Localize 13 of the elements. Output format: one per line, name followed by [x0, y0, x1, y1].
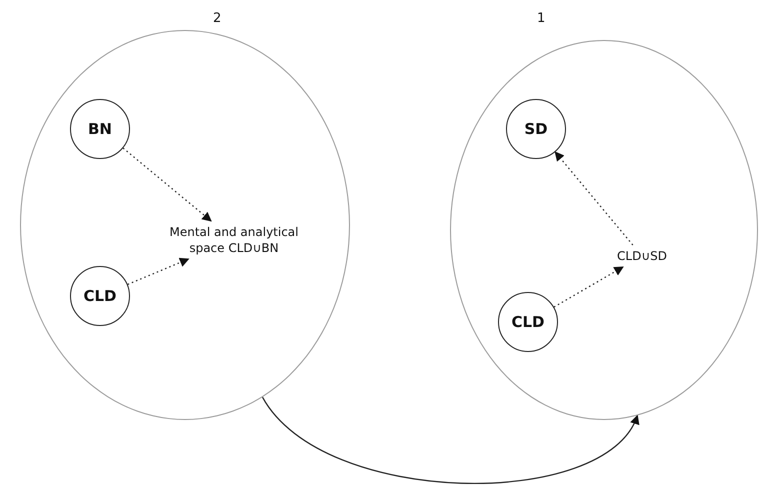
arrow	[262, 396, 638, 484]
concept-circle: BN	[70, 99, 130, 159]
arrow	[122, 148, 212, 222]
concept-circle: SD	[506, 99, 566, 159]
arrow	[554, 266, 624, 308]
concept-circle: CLD	[498, 292, 558, 352]
space-label: CLD∪SD	[597, 248, 687, 264]
space-label: Mental and analytical space CLD∪BN	[159, 224, 309, 256]
concept-circle: CLD	[70, 266, 130, 326]
space-number: 2	[213, 11, 222, 26]
arrow	[554, 151, 634, 246]
arrow	[127, 258, 190, 285]
space-number: 1	[537, 11, 546, 26]
